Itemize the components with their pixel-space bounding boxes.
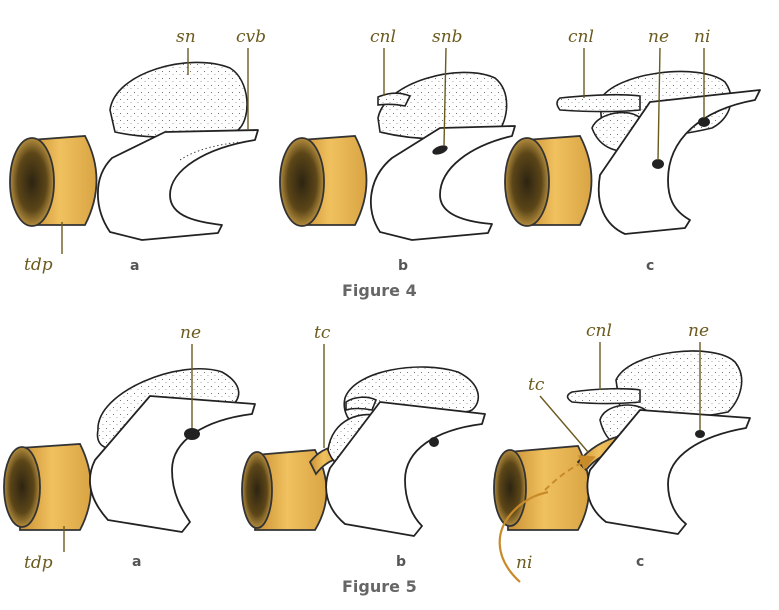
canal-lobe: [556, 93, 641, 113]
neural-wall: [597, 89, 761, 235]
ne-spot: [695, 430, 705, 438]
neural-wall: [325, 401, 486, 537]
label-sn: sn: [176, 27, 196, 47]
label-tdp: tdp: [24, 255, 53, 275]
neural-wall: [586, 409, 751, 535]
label-ni: ni: [516, 553, 532, 573]
label-snb: snb: [432, 27, 463, 47]
ne-spot: [652, 159, 664, 169]
label-ni: ni: [694, 27, 710, 47]
sublabel-b: b: [398, 258, 408, 274]
label-tc: tc: [528, 375, 545, 395]
gut-opening: [241, 451, 273, 529]
label-cnl: cnl: [370, 27, 396, 47]
figure4-caption: Figure 4: [342, 281, 417, 300]
migration-arrow: [544, 455, 596, 491]
figure4-panel-b: cnl snb b: [279, 27, 516, 274]
label-ne: ne: [180, 323, 201, 343]
label-tdp: tdp: [24, 553, 53, 573]
neural-wall: [369, 125, 516, 241]
ni-spot: [698, 117, 710, 127]
neural-wall: [89, 395, 256, 533]
snb-spot: [432, 145, 448, 155]
sublabel-b: b: [396, 554, 406, 570]
canal-lobe: [345, 396, 378, 412]
canal-lobe: [566, 387, 641, 405]
label-ne: ne: [648, 27, 669, 47]
sublabel-a: a: [130, 258, 139, 274]
ni-arrow: [498, 490, 549, 583]
canal-lobe: [377, 92, 412, 107]
figure5-caption: Figure 5: [342, 577, 417, 596]
figure4-panel-c: cnl ne ni c: [504, 27, 761, 274]
label-cvb: cvb: [236, 27, 266, 47]
figure5-panel-c: cnl ne tc ni c: [493, 321, 751, 583]
ne-spot: [184, 428, 200, 440]
figure5-panel-b: tc b: [241, 323, 486, 570]
ne-spot: [429, 437, 439, 447]
gut-opening: [3, 446, 41, 528]
label-cnl: cnl: [586, 321, 612, 341]
sublabel-c: c: [646, 258, 654, 274]
sublabel-a: a: [132, 554, 141, 570]
neural-wall: [96, 129, 259, 241]
gut-opening: [9, 137, 55, 227]
sensory-nucleus: [109, 61, 248, 138]
label-tc: tc: [314, 323, 331, 343]
label-ne: ne: [688, 321, 709, 341]
gut-opening: [504, 137, 550, 227]
figure4-panel-a: sn cvb tdp a: [9, 27, 266, 275]
gut-opening: [279, 137, 325, 227]
sublabel-c: c: [636, 554, 644, 570]
figure5-panel-a: ne tdp a: [3, 323, 256, 573]
label-cnl: cnl: [568, 27, 594, 47]
